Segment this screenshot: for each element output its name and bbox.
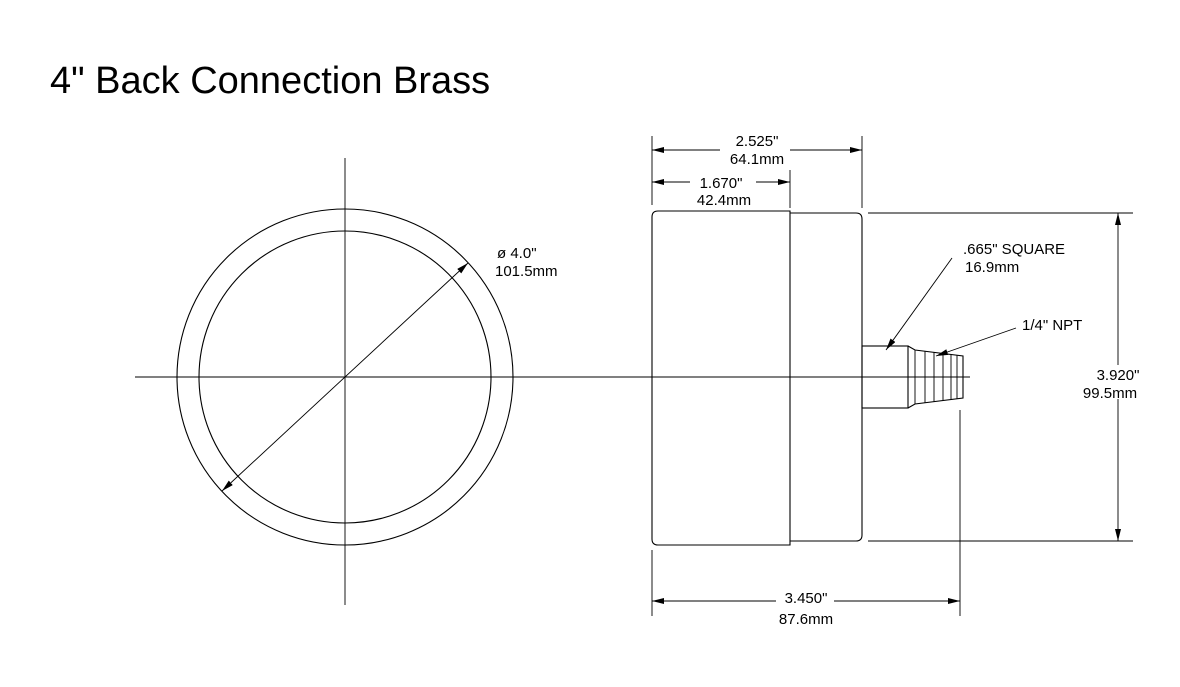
thread-lines xyxy=(914,350,958,404)
square-fitting xyxy=(861,345,909,409)
front-view: ø 4.0" 101.5mm xyxy=(135,158,970,605)
square-metric: 16.9mm xyxy=(965,259,1019,276)
diameter-leader-line xyxy=(221,262,469,492)
height-label-bg xyxy=(1086,365,1152,399)
case-depth-label-bg xyxy=(690,172,756,186)
case-depth-metric: 42.4mm xyxy=(697,192,751,209)
diameter-symbol: ø xyxy=(497,245,506,262)
npt-thread-body xyxy=(907,345,964,409)
overall-depth-label-bg xyxy=(720,134,790,164)
diameter-imperial-value: 4.0" xyxy=(510,245,536,262)
height-imperial: 3.920" xyxy=(1097,367,1140,384)
case-front-outline xyxy=(651,210,791,546)
square-imperial: .665" SQUARE xyxy=(963,241,1065,258)
total-length-label-bg xyxy=(776,589,834,603)
drawing-title: 4" Back Connection Brass xyxy=(50,60,491,102)
case-depth-imperial: 1.670" xyxy=(700,175,743,192)
square-leader-line xyxy=(885,257,953,351)
diameter-metric-label: 101.5mm xyxy=(495,263,558,280)
npt-label: 1/4" NPT xyxy=(1022,317,1082,334)
npt-leader-line xyxy=(935,327,1017,357)
side-view: 2.525" 64.1mm 1.670" 42.4mm .665" SQUARE… xyxy=(651,133,1152,628)
diameter-imperial-label: ø 4.0" xyxy=(497,245,537,262)
inner-dial-circle xyxy=(198,230,492,524)
total-length-metric: 87.6mm xyxy=(779,611,833,628)
outer-bezel-circle xyxy=(176,208,514,546)
overall-depth-metric: 64.1mm xyxy=(730,151,784,168)
height-metric: 99.5mm xyxy=(1083,385,1137,402)
overall-depth-imperial: 2.525" xyxy=(736,133,779,150)
total-length-imperial: 3.450" xyxy=(785,590,828,607)
